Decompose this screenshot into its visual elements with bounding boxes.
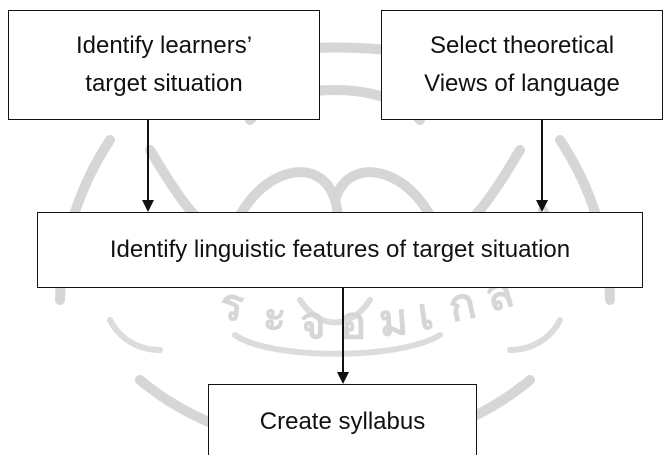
node-label-line-1: Select theoretical xyxy=(429,32,615,59)
node-create-syllabus: Create syllabus xyxy=(208,384,477,455)
node-label: Create syllabus xyxy=(259,408,426,435)
svg-text:เ: เ xyxy=(414,288,436,341)
node-identify-target-situation: Identify learners’ target situation xyxy=(8,10,320,120)
node-select-theoretical-views: Select theoretical Views of language xyxy=(381,10,663,120)
node-label-line-1: Identify learners’ xyxy=(75,32,253,59)
svg-text:อ: อ xyxy=(340,298,366,349)
node-label: Identify linguistic features of target s… xyxy=(109,236,571,263)
svg-text:ะ: ะ xyxy=(261,290,288,343)
node-label-line-2: target situation xyxy=(85,70,243,97)
svg-text:ม: ม xyxy=(377,294,410,347)
node-identify-linguistic-features: Identify linguistic features of target s… xyxy=(37,212,643,288)
node-label-line-2: Views of language xyxy=(424,70,620,97)
svg-text:จ: จ xyxy=(300,298,326,349)
